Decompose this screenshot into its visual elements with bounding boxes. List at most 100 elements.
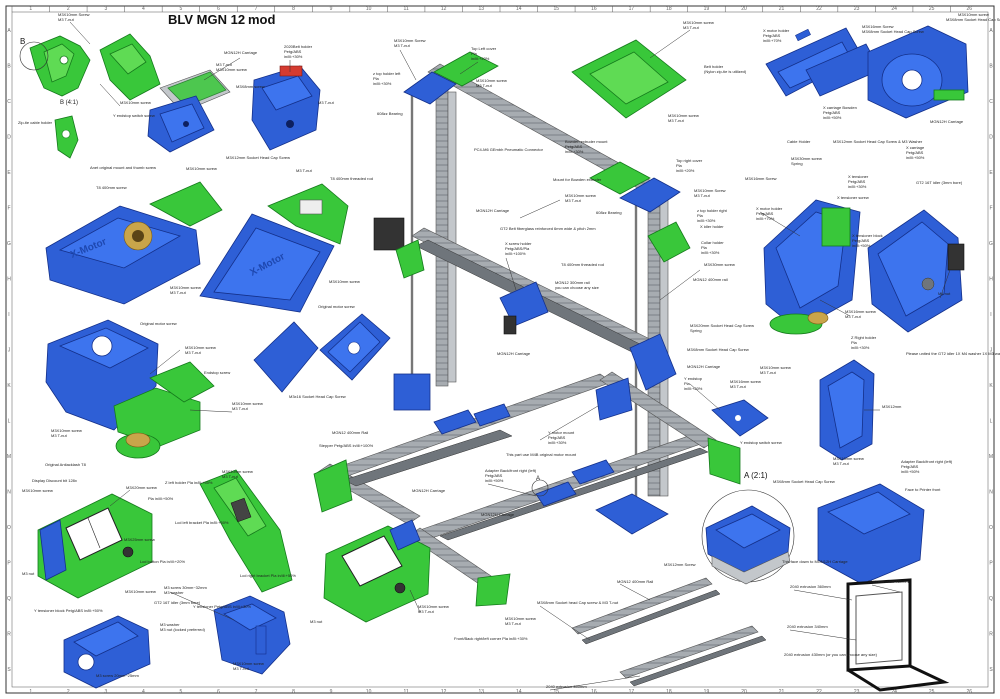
part-label: in/ill:+70% <box>763 38 782 43</box>
part-label: M3X10mm screw <box>125 589 156 594</box>
part-label: in/ill:+30% <box>548 440 567 445</box>
grid-tick-col: 25 <box>929 689 935 695</box>
part-label: Adapter Back/front right (left) <box>485 468 537 473</box>
grid-tick-col: 3 <box>104 6 107 12</box>
grid-tick-row: L <box>8 419 11 425</box>
grid-tick-col: 17 <box>629 689 635 695</box>
part-label: z top holder left <box>373 71 401 76</box>
part-label: Y motor mount <box>548 430 575 435</box>
grid-tick-row: A <box>7 28 11 34</box>
grid-tick-col: 3 <box>104 689 107 695</box>
drawing-title: BLV MGN 12 <box>168 12 245 27</box>
grid-tick-row: R <box>7 632 11 638</box>
part-label: in/ill:+100% <box>505 251 526 256</box>
part-label: Petg/ABS <box>756 211 774 216</box>
part-label: Petg/ABS <box>901 464 919 469</box>
part-label: M3X10mm screw <box>668 113 699 118</box>
grid-tick-row: I <box>990 312 991 318</box>
grid-tick-row: G <box>989 241 993 247</box>
part-label: M3X12mm Socket Head Cap Screw & M3 Washe… <box>833 139 923 144</box>
grid-tick-row: Q <box>989 596 993 602</box>
part-label: M3X8mm Socket Head Cap Screw <box>773 479 835 484</box>
part-label: M3 T-nut <box>565 198 582 203</box>
grid-tick-row: J <box>990 348 993 354</box>
part-label: 2040 extrusion 360mm <box>790 584 831 589</box>
part-label: Lcd button Pla in/ill:+20% <box>140 559 185 564</box>
x-motor-holder-right-part: X-Motor <box>199 183 349 313</box>
part-label: M3 T-nut <box>296 168 313 173</box>
z-right-holder-part <box>819 359 875 461</box>
part-label: M3 T-nut <box>216 62 233 67</box>
grid-tick-row: D <box>7 134 11 140</box>
part-label: Y endstop switch screw <box>740 440 782 445</box>
part-label: in/ill:+50% <box>906 155 925 160</box>
part-label: in/ill:+30% <box>565 149 584 154</box>
detail-a-scale: A (2:1) <box>744 471 768 480</box>
part-label: M3 T-nut <box>170 290 187 295</box>
part-label: M3X16mm screw <box>845 309 876 314</box>
part-label: MGN12 400mm rail <box>693 277 728 282</box>
grid-tick-row: M <box>989 454 993 460</box>
part-label: M3 T-nut <box>668 118 685 123</box>
part-label: MGN12H Carriage <box>481 512 515 517</box>
part-label: in/ill:+50% <box>852 243 871 248</box>
part-label: M3 nut <box>22 571 35 576</box>
part-label: T8 400mm threaded rod <box>330 176 373 181</box>
part-label: Collar holder <box>701 240 724 245</box>
part-label: M3X10mm screw <box>565 193 596 198</box>
part-label: Top Left cover <box>471 46 497 51</box>
grid-tick-col: 9 <box>330 6 333 12</box>
part-label: M3 screw 20mm~25mm <box>96 673 139 678</box>
part-label: Zip-tie cable holder <box>18 120 53 125</box>
grid-tick-col: 24 <box>891 689 897 695</box>
grid-tick-row: C <box>989 99 993 105</box>
part-label: Lcd right bracket Pla in/ill:+50% <box>240 573 296 578</box>
part-label: MGN12H Carriage <box>224 50 258 55</box>
part-label: 608zz Bearing <box>596 210 622 215</box>
main-printer-frame <box>313 39 741 623</box>
grid-tick-col: 12 <box>441 689 447 695</box>
part-label: Y endstop switch screw <box>113 113 155 118</box>
x-carriage-bowden-part <box>765 27 881 97</box>
part-label: X motor holder <box>763 28 790 33</box>
part-label: Petg/ABS <box>485 473 503 478</box>
part-label: M3X10mm screw <box>683 20 714 25</box>
part-label: Spring <box>690 328 702 333</box>
z-motor-mount-left-part <box>45 319 215 459</box>
part-label: in/ill:+30% <box>851 345 870 350</box>
part-label: X idler holder <box>700 224 724 229</box>
grid-tick-row: O <box>989 525 993 531</box>
part-label: you can choose any size <box>555 285 600 290</box>
part-label: M3X8mm screw <box>236 84 265 89</box>
part-label: z top holder right <box>697 208 728 213</box>
grid-tick-row: N <box>989 490 993 496</box>
grid-tick-col: 19 <box>704 689 710 695</box>
grid-tick-col: 4 <box>142 6 145 12</box>
part-label: Please united the GT2 idler 1X M4 washer… <box>906 351 1000 356</box>
grid-tick-col: 9 <box>330 689 333 695</box>
part-label: M3x16 Socket Head Cap Screw <box>289 394 346 399</box>
part-label: M3X10mm Screw <box>694 188 726 193</box>
part-label: in/ill:+30% <box>701 250 720 255</box>
part-label: Petg/ABS <box>823 110 841 115</box>
part-label: Spring <box>791 161 803 166</box>
grid-tick-col: 26 <box>966 689 972 695</box>
part-label: 608zz Bearing <box>377 111 403 116</box>
grid-tick-col: 21 <box>779 689 785 695</box>
leader-lines <box>69 21 951 691</box>
part-label: M3 T-nut <box>476 83 493 88</box>
part-label: M3X12mm Screw <box>664 562 696 567</box>
grid-tick-row: I <box>8 312 9 318</box>
part-label: MGN12H Carriage <box>476 208 510 213</box>
grid-tick-col: 4 <box>142 689 145 695</box>
part-label: M3 nut <box>310 619 323 624</box>
part-label: MGN12H Carriage <box>930 119 964 124</box>
part-label: in/ill:+30% <box>848 184 867 189</box>
part-label: M3 screw 30mm~32mm <box>164 585 207 590</box>
grid-ticks: 1122334455667788991010111112121313141415… <box>7 6 993 695</box>
grid-tick-col: 7 <box>255 6 258 12</box>
part-label: M3 T-nut <box>394 43 411 48</box>
part-label: M3 T-nut <box>233 666 250 671</box>
part-label: in/ill:+50% <box>823 115 842 120</box>
grid-tick-col: 5 <box>180 6 183 12</box>
